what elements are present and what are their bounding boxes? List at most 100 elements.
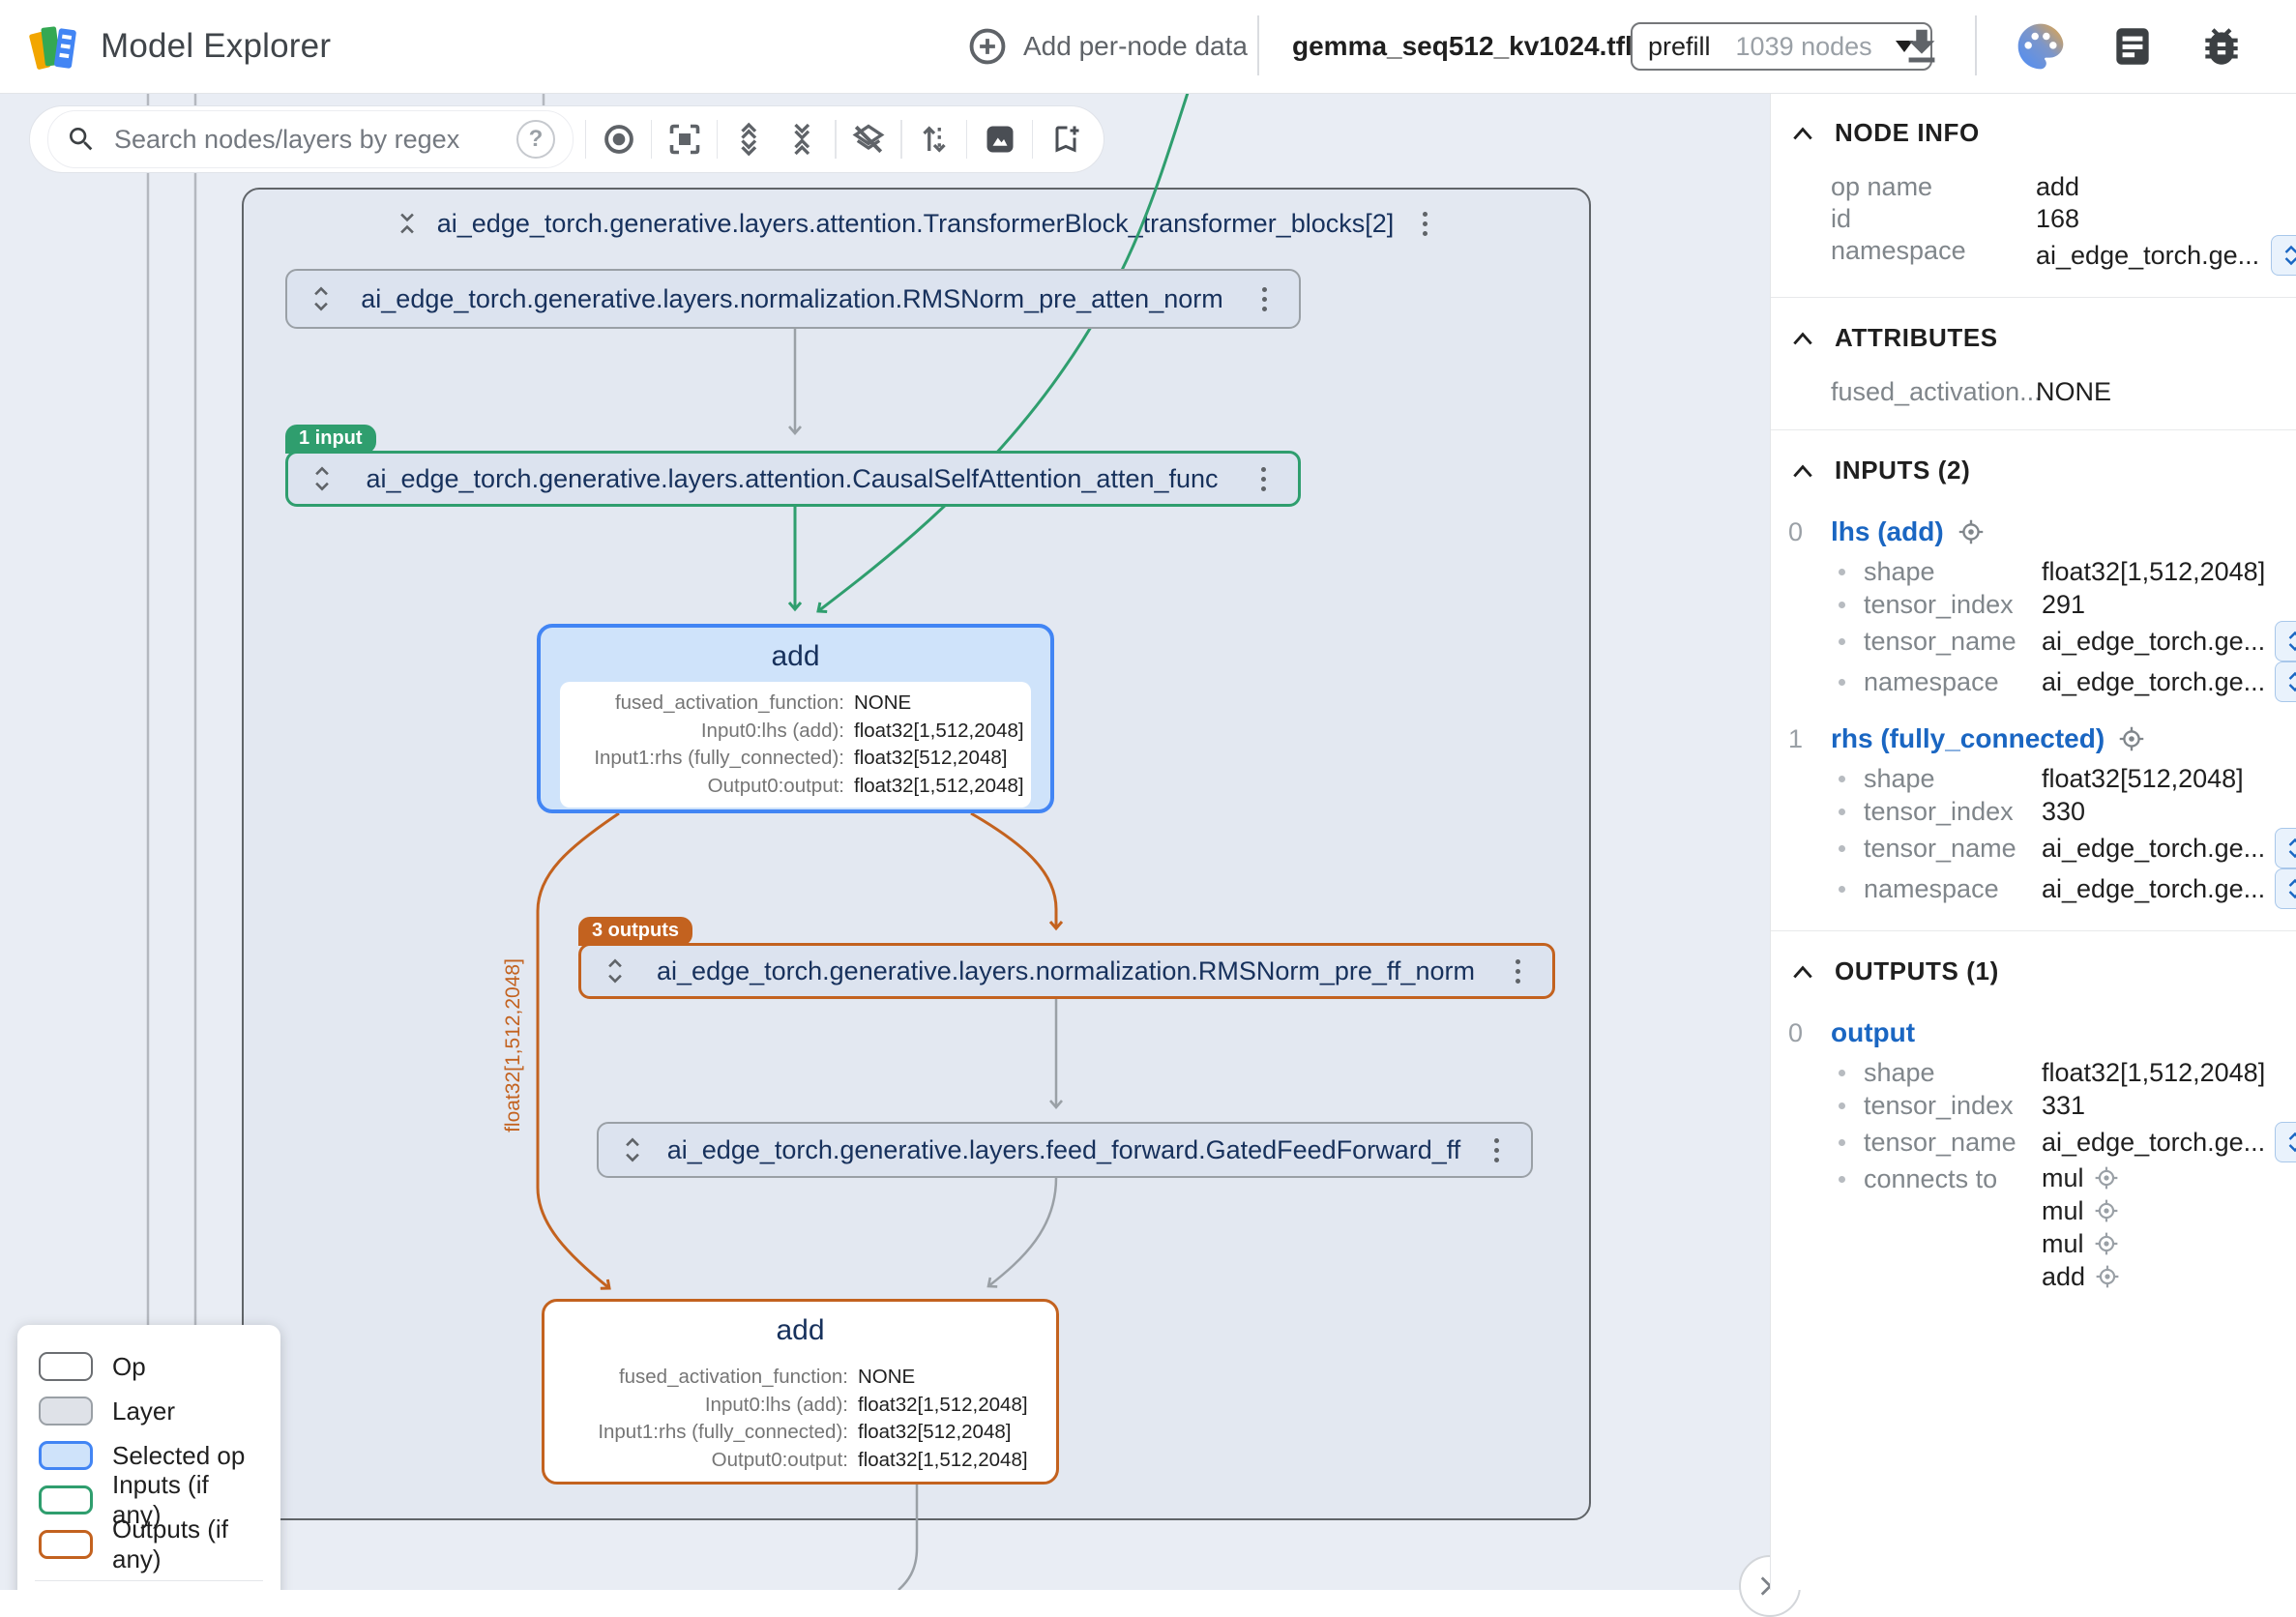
node-add-selected[interactable]: add fused_activation_function:NONE Input… xyxy=(537,624,1054,813)
legend-item-inputs: Inputs (if any) xyxy=(39,1470,259,1529)
search-input[interactable] xyxy=(112,123,501,156)
locate-node-icon[interactable] xyxy=(2118,725,2145,752)
attr-key: Input1:rhs (fully_connected): xyxy=(594,747,844,769)
collapse-layer-icon[interactable] xyxy=(395,209,420,238)
namespace-label: namespace xyxy=(1864,667,1999,696)
collapse-all-layers-button[interactable] xyxy=(782,116,824,162)
layer-menu-button[interactable] xyxy=(1411,207,1438,240)
flatten-layers-button[interactable] xyxy=(848,116,890,162)
expand-layer-icon[interactable] xyxy=(603,956,628,985)
tensor-name-label: tensor_name xyxy=(1864,1128,2016,1157)
node-menu-button[interactable] xyxy=(1483,1133,1510,1166)
output-item-0: 0 output xyxy=(1771,1017,2296,1048)
graph-selector-dropdown[interactable]: prefill 1039 nodes xyxy=(1631,22,1932,71)
reorder-layout-button[interactable] xyxy=(914,116,956,162)
node-add-output[interactable]: add fused_activation_function:NONE Input… xyxy=(542,1299,1059,1485)
locate-node-icon[interactable] xyxy=(2094,1198,2119,1223)
input-count-badge[interactable]: 1 input xyxy=(285,425,376,454)
toolbar-divider xyxy=(900,120,902,159)
connects-to-node[interactable]: mul xyxy=(2042,1163,2084,1192)
search-box[interactable]: ? xyxy=(47,110,574,168)
docs-button[interactable] xyxy=(2108,22,2157,71)
attr-value: NONE xyxy=(854,691,912,714)
connects-to-node[interactable]: add xyxy=(2042,1262,2086,1291)
legend-item-selected: Selected op xyxy=(39,1433,259,1478)
input-index: 0 xyxy=(1788,516,1804,546)
node-rmsnorm-pre-ff[interactable]: 3 outputs ai_edge_torch.generative.layer… xyxy=(578,917,1555,999)
legend: Op Layer Selected op Inputs (if any) Out… xyxy=(17,1325,280,1590)
attr-key: Input1:rhs (fully_connected): xyxy=(598,1421,848,1443)
expand-layer-icon[interactable] xyxy=(309,464,335,493)
layer-title: ai_edge_torch.generative.layers.attentio… xyxy=(436,208,1395,238)
output-name[interactable]: output xyxy=(1831,1017,1916,1047)
document-icon xyxy=(2116,28,2149,65)
add-circle-icon xyxy=(969,28,1006,65)
section-outputs[interactable]: OUTPUTS (1) xyxy=(1771,931,2296,996)
attr-value: float32[1,512,2048] xyxy=(858,1448,1028,1471)
expand-text-button[interactable] xyxy=(2275,662,2296,702)
tensor-index-value: 330 xyxy=(2042,797,2086,826)
node-menu-button[interactable] xyxy=(1251,282,1278,315)
bookmark-add-button[interactable] xyxy=(1045,116,1086,162)
toolbar-divider xyxy=(716,120,719,159)
locate-node-icon[interactable] xyxy=(2095,1264,2120,1289)
expand-text-button[interactable] xyxy=(2275,828,2296,868)
node-causal-self-attention[interactable]: 1 input ai_edge_torch.generative.layers.… xyxy=(285,425,1301,507)
add-per-node-data-button[interactable]: Add per-node data xyxy=(967,26,1248,67)
connects-to-node[interactable]: mul xyxy=(2042,1196,2084,1225)
download-button[interactable] xyxy=(1899,24,1944,69)
node-gated-feed-forward[interactable]: ai_edge_torch.generative.layers.feed_for… xyxy=(597,1122,1533,1178)
legend-item-layer: Layer xyxy=(39,1389,259,1433)
locate-node-icon[interactable] xyxy=(1957,518,1985,545)
layer-header[interactable]: ai_edge_torch.generative.layers.attentio… xyxy=(244,195,1589,251)
op-attributes: fused_activation_function:NONE Input0:lh… xyxy=(564,1356,1037,1482)
node-rmsnorm-pre-atten[interactable]: ai_edge_torch.generative.layers.normaliz… xyxy=(285,269,1301,329)
attr-value: float32[1,512,2048] xyxy=(854,719,1024,742)
report-bug-button[interactable] xyxy=(2197,22,2246,71)
op-name-label: op name xyxy=(1831,172,1933,201)
expand-layer-icon[interactable] xyxy=(309,284,334,313)
legend-label: Inputs (if any) xyxy=(112,1470,209,1529)
input-name[interactable]: lhs (add) xyxy=(1831,516,1944,546)
locate-node-icon[interactable] xyxy=(2094,1231,2119,1256)
add-per-node-data-label: Add per-node data xyxy=(1023,31,1248,61)
shape-label: shape xyxy=(1864,557,1935,586)
expand-text-button[interactable] xyxy=(2275,1122,2296,1162)
section-inputs[interactable]: INPUTS (2) xyxy=(1771,430,2296,495)
node-menu-button[interactable] xyxy=(1250,462,1277,495)
tensor-name-value: ai_edge_torch.ge... xyxy=(2042,834,2266,863)
expand-all-layers-button[interactable] xyxy=(729,116,771,162)
expand-text-button[interactable] xyxy=(2275,621,2296,662)
attr-key: Input0:lhs (add): xyxy=(704,1393,848,1416)
model-file-title: gemma_seq512_kv1024.tflite xyxy=(1292,31,1664,61)
locate-node-icon[interactable] xyxy=(2094,1165,2119,1191)
expand-text-button[interactable] xyxy=(2275,868,2296,909)
tensor-name-value: ai_edge_torch.ge... xyxy=(2042,1128,2266,1157)
search-help-icon[interactable]: ? xyxy=(516,120,555,159)
fit-to-screen-button[interactable] xyxy=(663,116,705,162)
input-index: 1 xyxy=(1788,723,1804,753)
graph-canvas[interactable]: ai_edge_torch.generative.layers.attentio… xyxy=(0,93,1770,1590)
section-attributes[interactable]: ATTRIBUTES xyxy=(1771,298,2296,363)
highlight-node-button[interactable] xyxy=(598,116,639,162)
legend-item-op: Op xyxy=(39,1344,259,1389)
shape-value: float32[512,2048] xyxy=(2042,764,2244,793)
expand-text-button[interactable] xyxy=(2271,235,2296,276)
snapshot-button[interactable] xyxy=(979,116,1020,162)
connects-to-node[interactable]: mul xyxy=(2042,1229,2084,1258)
palette-icon xyxy=(2017,23,2064,70)
expand-layer-icon[interactable] xyxy=(620,1135,645,1164)
section-node-info[interactable]: NODE INFO xyxy=(1771,93,2296,158)
toolbar-divider xyxy=(1032,120,1034,159)
node-title: ai_edge_torch.generative.layers.normaliz… xyxy=(361,283,1223,313)
output-count-badge[interactable]: 3 outputs xyxy=(578,917,692,946)
theme-palette-button[interactable] xyxy=(2014,19,2068,74)
node-menu-button[interactable] xyxy=(1504,955,1531,987)
canvas-toolbar: ? xyxy=(29,105,1104,173)
toolbar-divider xyxy=(585,120,587,159)
input-name[interactable]: rhs (fully_connected) xyxy=(1831,723,2105,753)
bug-icon xyxy=(2205,28,2238,65)
attr-key: Output0:output: xyxy=(707,774,844,797)
graph-node-count: 1039 nodes xyxy=(1735,31,1872,61)
section-divider xyxy=(1771,429,2296,430)
